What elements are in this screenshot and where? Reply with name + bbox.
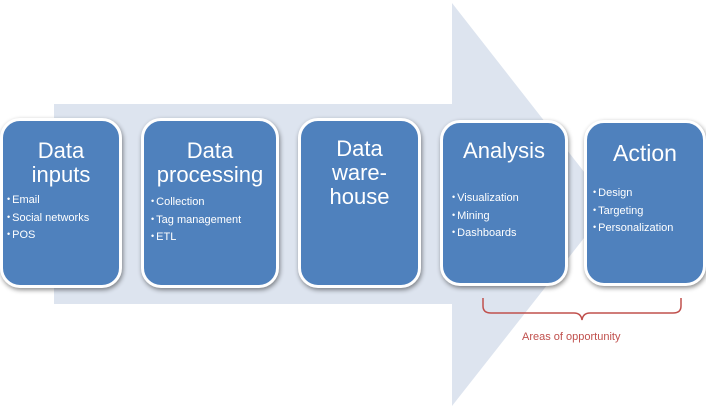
stage-data-processing: Data processing Collection Tag managemen… — [141, 118, 279, 288]
stage-item: Mining — [452, 207, 565, 225]
stage-item: Targeting — [593, 202, 703, 220]
stage-title: Data inputs — [31, 138, 91, 188]
stage-title: Data processing — [156, 138, 264, 188]
stage-item: Social networks — [7, 209, 119, 227]
stage-items: Design Targeting Personalization — [587, 166, 703, 237]
stage-item: Collection — [151, 193, 276, 211]
stage-items: Collection Tag management ETL — [144, 187, 276, 246]
stage-title: Analysis — [463, 138, 545, 163]
stage-data-inputs: Data inputs Email Social networks POS — [0, 118, 122, 288]
stage-item: POS — [7, 226, 119, 244]
stage-item: Visualization — [452, 189, 565, 207]
stage-action: Action Design Targeting Personalization — [584, 120, 706, 286]
stage-item: ETL — [151, 228, 276, 246]
stage-item: Design — [593, 184, 703, 202]
stage-analysis: Analysis Visualization Mining Dashboards — [440, 120, 568, 286]
stage-items: Visualization Mining Dashboards — [443, 163, 565, 242]
stage-title: Data ware- house — [329, 136, 390, 210]
stage-title: Action — [613, 140, 677, 166]
stage-item: Dashboards — [452, 224, 565, 242]
opportunity-label: Areas of opportunity — [522, 331, 621, 343]
stage-data-warehouse: Data ware- house — [298, 118, 421, 288]
stage-items: Email Social networks POS — [3, 187, 119, 244]
stage-item: Personalization — [593, 219, 703, 237]
brace-path — [482, 298, 682, 321]
stage-item: Email — [7, 191, 119, 209]
stage-item: Tag management — [151, 211, 276, 229]
